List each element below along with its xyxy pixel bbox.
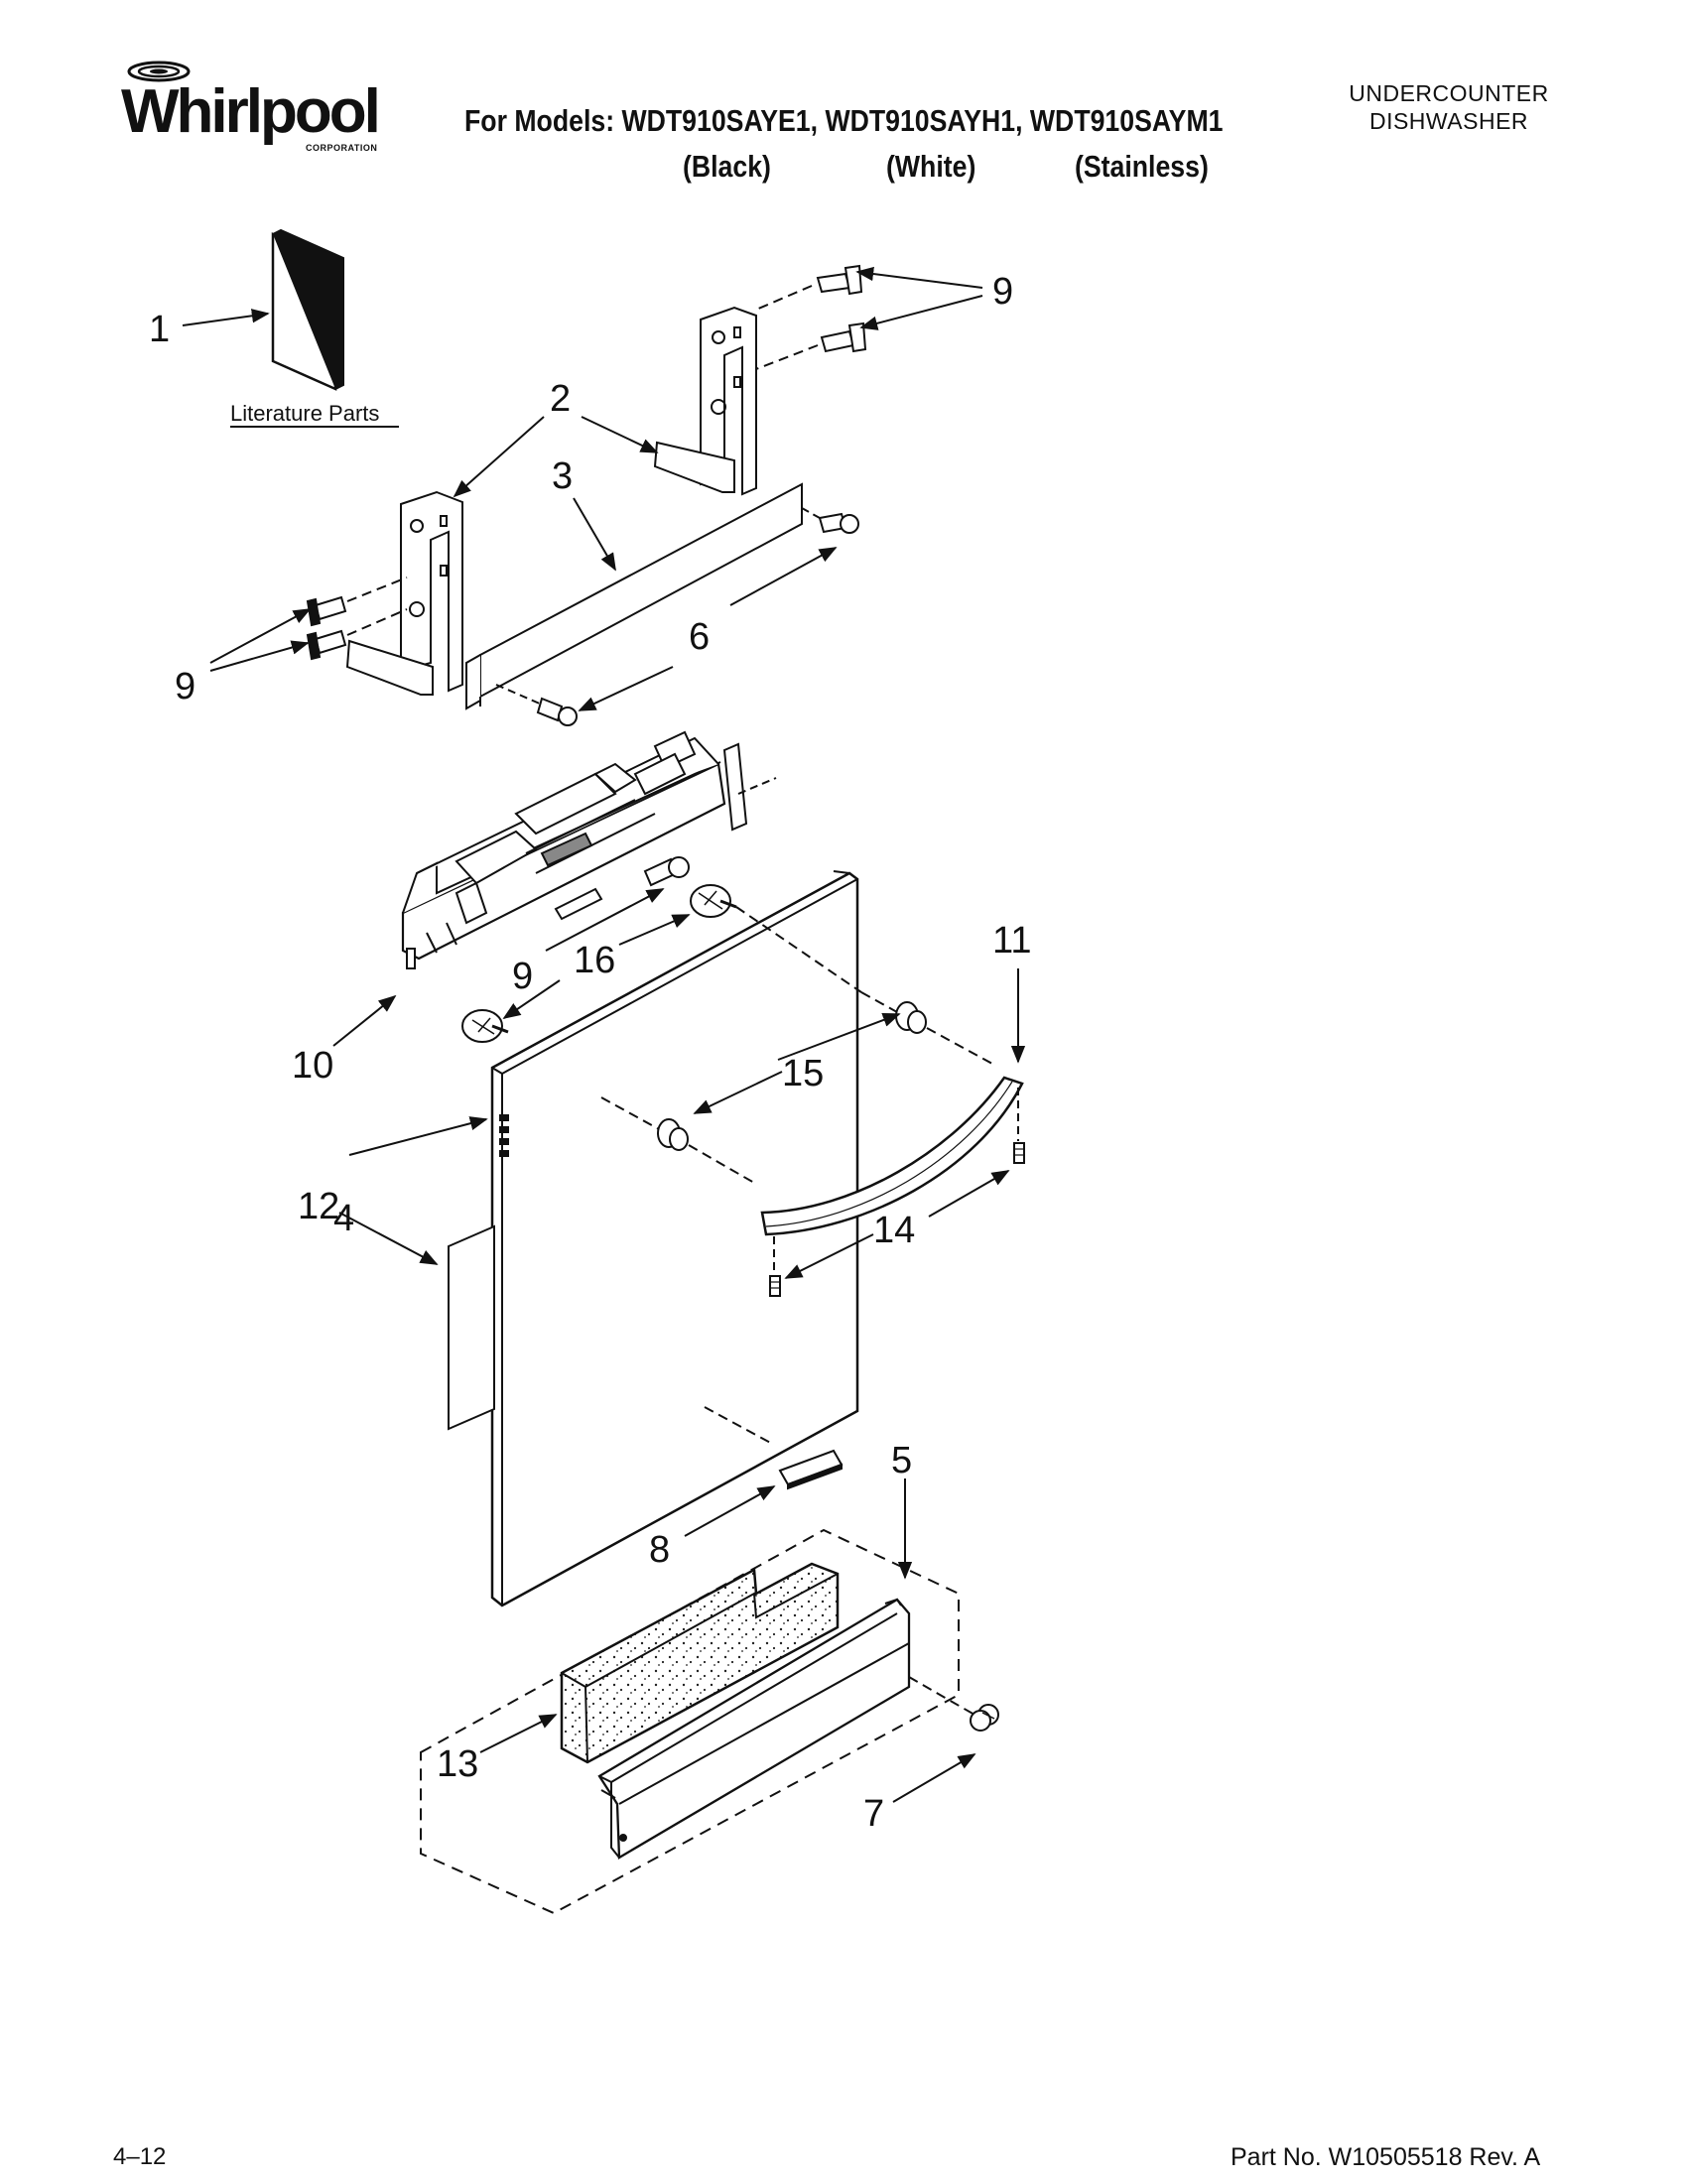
insulation-sheet (448, 1224, 495, 1431)
part-number: Part No. W10505518 Rev. A (1231, 2143, 1541, 2171)
callout-4: 4 (333, 1198, 354, 1239)
whirlpool-logo: Whirlpool CORPORATION (111, 60, 389, 159)
screw-top-1 (816, 264, 863, 296)
callout-6: 6 (689, 616, 710, 658)
appliance-line-2: DISHWASHER (1368, 108, 1529, 134)
callout-13: 13 (437, 1743, 478, 1785)
door-panel (490, 870, 859, 1607)
screw-console (643, 856, 690, 887)
color-stainless: (Stainless) (1075, 149, 1209, 184)
callout-2: 2 (550, 378, 571, 420)
models-line: For Models: WDT910SAYE1, WDT910SAYH1, WD… (464, 103, 1224, 138)
set-screw-right (1013, 1142, 1025, 1164)
callout-3: 3 (552, 455, 573, 497)
callout-15: 15 (782, 1053, 824, 1094)
screw-top-2 (820, 321, 867, 353)
callout-9-top: 9 (992, 271, 1013, 313)
callout-8: 8 (649, 1529, 670, 1571)
appliance-line-1: UNDERCOUNTER (1349, 80, 1549, 106)
kick-plate-screw (970, 1704, 999, 1732)
screw-left-1 (306, 595, 347, 627)
literature-booklet (271, 228, 344, 391)
handle-mount-lower (657, 1118, 689, 1151)
door-vent-slots (499, 1114, 509, 1157)
vent-disk-left (461, 1009, 509, 1043)
callout-1: 1 (149, 309, 170, 350)
color-black: (Black) (683, 149, 771, 184)
mounting-bracket-left (345, 490, 463, 696)
callout-10: 10 (292, 1045, 333, 1087)
callout-16: 16 (574, 940, 615, 981)
callout-14: 14 (873, 1210, 915, 1251)
callout-9-console: 9 (512, 956, 533, 997)
nameplate-badge (778, 1449, 844, 1490)
callout-9-left: 9 (175, 666, 195, 707)
logo-wordmark: Whirlpool (121, 77, 381, 146)
literature-parts-label: Literature Parts (230, 401, 379, 426)
leader-lines (182, 266, 1026, 1803)
handle-mount-upper (895, 1001, 927, 1034)
toe-rail-strip (465, 482, 803, 710)
callout-7: 7 (863, 1793, 884, 1835)
screw-rail-top (818, 512, 859, 534)
set-screw-left (769, 1275, 781, 1297)
door-handle (760, 1076, 1024, 1236)
callout-11: 11 (992, 920, 1031, 962)
mounting-bracket-right (653, 306, 757, 496)
callout-numbers: 1 2 3 4 5 6 7 8 9 9 9 10 11 12 13 14 15 … (149, 271, 1031, 1835)
screw-rail-bottom (536, 697, 578, 726)
screw-left-2 (306, 629, 347, 661)
foam-insulation-block (560, 1562, 840, 1764)
page-number: 4–12 (113, 2143, 167, 2170)
vent-disk-top (690, 884, 737, 918)
kit-box-outline (420, 1528, 960, 1915)
callout-5: 5 (891, 1440, 912, 1481)
callout-12: 12 (298, 1186, 339, 1227)
kick-plate (597, 1598, 911, 1860)
logo-swirl-icon (127, 61, 191, 82)
appliance-type: UNDERCOUNTER DISHWASHER (1330, 79, 1568, 135)
color-white: (White) (886, 149, 976, 184)
control-console (401, 730, 777, 969)
logo-corporation: CORPORATION (306, 143, 378, 153)
